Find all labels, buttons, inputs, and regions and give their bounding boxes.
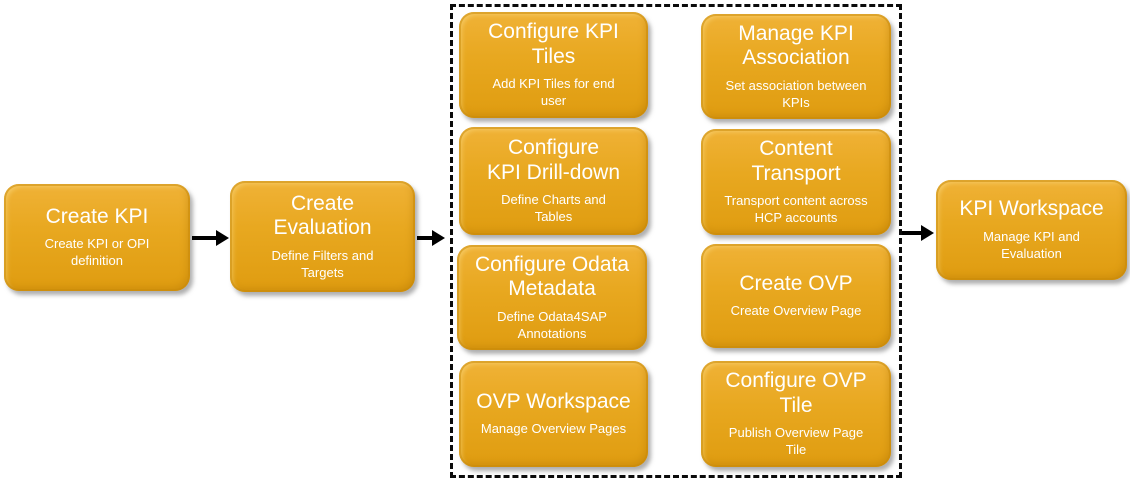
arrow-shaft: [902, 230, 921, 235]
node-subtitle: Set association between KPIs: [725, 77, 867, 110]
arrow-shaft: [192, 235, 216, 240]
node-create-kpi: Create KPI Create KPI or OPI definition: [4, 184, 190, 291]
arrow-shaft: [417, 235, 432, 240]
node-title: KPI Workspace: [959, 197, 1104, 221]
node-create-ovp: Create OVP Create Overview Page: [701, 244, 891, 348]
node-ovp-workspace: OVP Workspace Manage Overview Pages: [459, 361, 648, 467]
node-manage-kpi-association: Manage KPI Association Set association b…: [701, 14, 891, 119]
arrow-head-icon: [216, 229, 229, 246]
node-subtitle: Add KPI Tiles for end user: [492, 76, 615, 109]
node-subtitle: Create KPI or OPI definition: [44, 236, 150, 269]
node-title: Create Evaluation: [273, 191, 372, 240]
node-title: OVP Workspace: [476, 389, 631, 413]
node-create-evaluation: Create Evaluation Define Filters and Tar…: [230, 181, 415, 292]
node-subtitle: Define Charts and Tables: [501, 192, 606, 225]
node-subtitle: Manage KPI and Evaluation: [983, 228, 1080, 261]
node-configure-odata-metadata: Configure Odata Metadata Define Odata4SA…: [457, 245, 647, 350]
arrow-head-icon: [432, 229, 445, 246]
node-configure-kpi-tiles: Configure KPI Tiles Add KPI Tiles for en…: [459, 12, 648, 118]
arrow-configure-group-to-kpi-workspace: [902, 224, 934, 241]
arrow-head-icon: [921, 224, 934, 241]
node-title: Create KPI: [45, 204, 149, 228]
configure-group-dashed-container: [450, 4, 902, 478]
node-subtitle: Manage Overview Pages: [480, 421, 627, 437]
node-title: Configure KPI Drill-down: [486, 136, 621, 184]
node-title: Configure Odata Metadata: [474, 252, 630, 301]
node-subtitle: Publish Overview Page Tile: [728, 425, 864, 458]
node-title: Content Transport: [751, 137, 841, 185]
node-title: Configure KPI Tiles: [488, 20, 619, 68]
node-subtitle: Define Odata4SAP Annotations: [497, 308, 607, 341]
node-title: Create OVP: [739, 271, 853, 295]
node-kpi-workspace: KPI Workspace Manage KPI and Evaluation: [936, 180, 1127, 280]
arrow-evaluation-to-configure-group: [417, 229, 445, 246]
node-subtitle: Create Overview Page: [730, 303, 862, 319]
node-title: Manage KPI Association: [738, 21, 854, 70]
arrow-create-kpi-to-evaluation: [192, 229, 229, 246]
node-content-transport: Content Transport Transport content acro…: [701, 129, 891, 235]
node-configure-ovp-tile: Configure OVP Tile Publish Overview Page…: [701, 361, 891, 467]
node-configure-kpi-drilldown: Configure KPI Drill-down Define Charts a…: [459, 127, 648, 235]
node-title: Configure OVP Tile: [725, 369, 867, 417]
node-subtitle: Define Filters and Targets: [271, 247, 374, 280]
node-subtitle: Transport content across HCP accounts: [724, 193, 868, 226]
